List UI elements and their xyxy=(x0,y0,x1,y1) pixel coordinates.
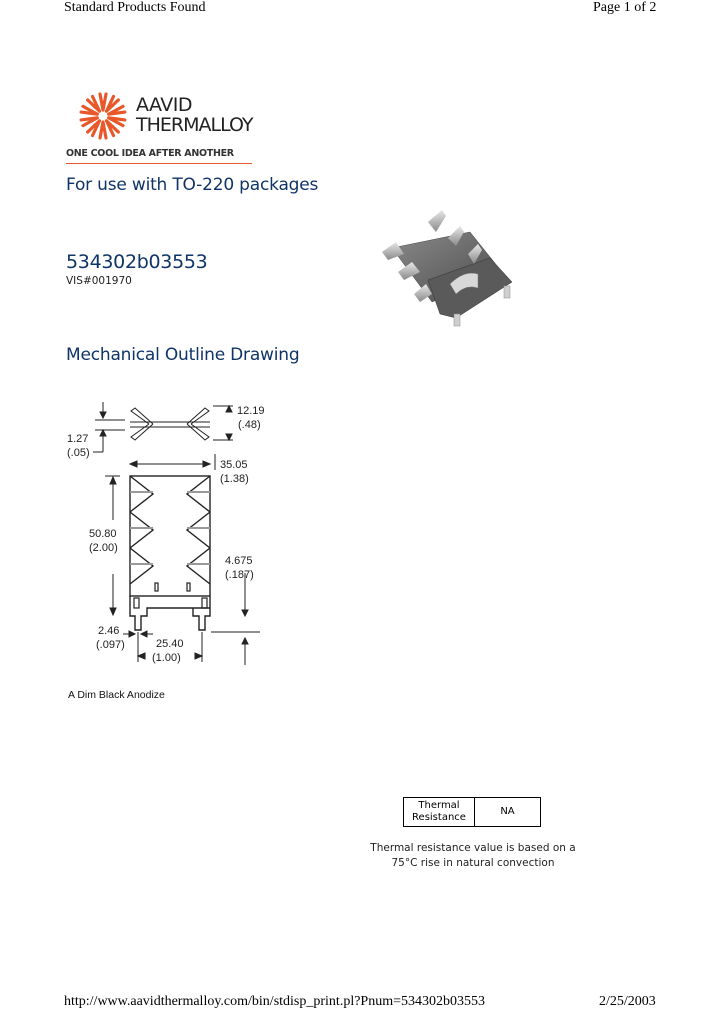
sunburst-logo-icon xyxy=(79,92,127,140)
dim-pin-offset: 4.675 xyxy=(225,555,253,567)
thermal-resistance-label: Thermal Resistance xyxy=(403,797,475,827)
dim-pin-spacing-in: (1.00) xyxy=(152,652,181,664)
thermal-resistance-value: NA xyxy=(474,797,541,827)
heatsink-product-image xyxy=(382,210,513,327)
dim-pin-spacing: 25.40 xyxy=(156,638,184,650)
dim-length-in: (2.00) xyxy=(89,542,118,554)
company-logo: AAVID THERMALLOY ONE COOL IDEA AFTER ANO… xyxy=(66,88,266,166)
logo-underline xyxy=(66,163,252,164)
dim-pin-width: 2.46 xyxy=(98,625,119,637)
dim-pin-width-in: (.097) xyxy=(96,639,125,651)
thermal-note: Thermal resistance value is based on a 7… xyxy=(370,842,576,869)
dim-width-in: (1.38) xyxy=(220,473,249,485)
dim-length: 50.80 xyxy=(89,528,117,540)
logo-line2: THERMALLOY xyxy=(136,114,254,136)
dim-pin-offset-in: (.187) xyxy=(225,569,254,581)
print-header-title: Standard Products Found xyxy=(64,0,206,15)
print-footer-url: http://www.aavidthermalloy.com/bin/stdis… xyxy=(64,994,485,1009)
mechanical-outline-drawing: 12.19 (.48) 1.27 (.05) 35.05 (1.38) 50.8… xyxy=(67,402,265,665)
thermal-resistance-table: Thermal Resistance NA xyxy=(403,797,541,827)
part-number: 534302b03553 xyxy=(66,251,208,273)
dim-height-top-in: (.48) xyxy=(238,419,261,431)
logo-line1: AAVID xyxy=(136,94,193,116)
drawing-heading: Mechanical Outline Drawing xyxy=(66,345,300,365)
table-row: Thermal Resistance NA xyxy=(403,797,541,827)
dim-thickness: 1.27 xyxy=(67,433,88,445)
dim-thickness-in: (.05) xyxy=(67,447,90,459)
print-footer-date: 2/25/2003 xyxy=(599,994,656,1009)
application-heading: For use with TO-220 packages xyxy=(66,175,319,195)
print-header-page: Page 1 of 2 xyxy=(593,0,657,15)
dim-width: 35.05 xyxy=(220,459,248,471)
logo-tagline: ONE COOL IDEA AFTER ANOTHER xyxy=(66,148,234,159)
dim-height-top: 12.19 xyxy=(237,405,265,417)
finish-note: A Dim Black Anodize xyxy=(68,689,165,701)
vis-number: VIS#001970 xyxy=(66,275,132,287)
